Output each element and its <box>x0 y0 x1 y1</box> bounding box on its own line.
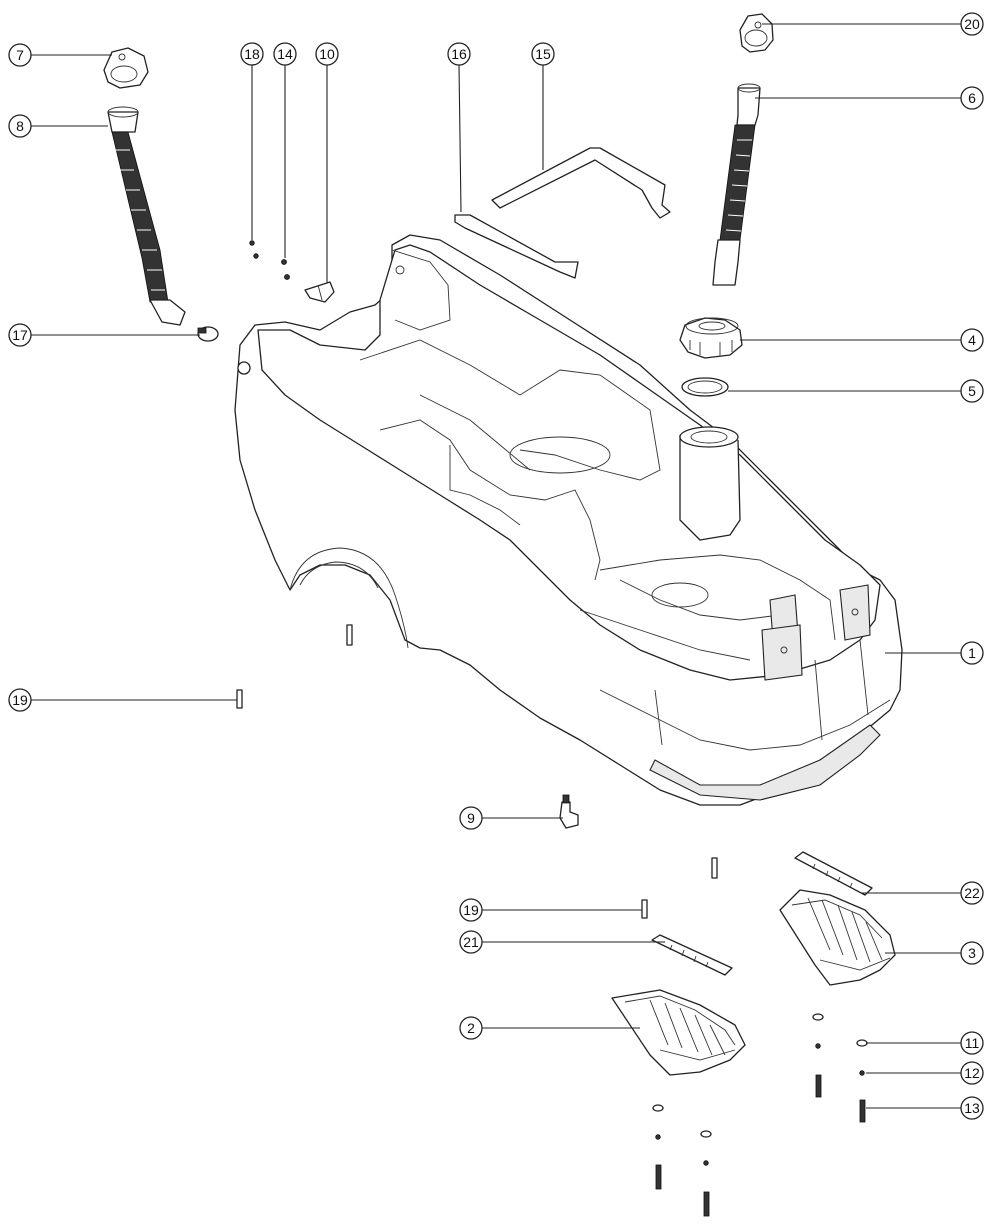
svg-text:5: 5 <box>968 383 976 399</box>
svg-text:7: 7 <box>16 47 24 63</box>
callout-21: 21 <box>459 930 483 954</box>
callout-14: 14 <box>273 42 297 66</box>
svg-text:17: 17 <box>12 327 28 343</box>
svg-text:6: 6 <box>968 90 976 106</box>
callout-16: 16 <box>447 42 471 66</box>
strap-bracket-15 <box>491 147 671 219</box>
svg-text:13: 13 <box>964 1100 980 1116</box>
callout-19-right: 19 <box>459 898 483 922</box>
callout-15: 15 <box>531 42 555 66</box>
gasket-ring <box>681 377 729 397</box>
elbow-fitting <box>559 794 579 829</box>
callout-4: 4 <box>960 328 984 352</box>
svg-text:2: 2 <box>467 1020 475 1036</box>
svg-text:21: 21 <box>463 934 479 950</box>
drain-hose-right <box>712 83 761 286</box>
hose-clamp <box>197 326 219 342</box>
svg-text:14: 14 <box>277 46 293 62</box>
mounting-strip-22 <box>794 851 873 896</box>
mounting-strip-21 <box>651 934 733 976</box>
callout-13: 13 <box>960 1096 984 1120</box>
small-screws <box>249 240 259 259</box>
strap-bracket-16 <box>454 214 579 279</box>
hardware-washers-bolts <box>652 1013 868 1217</box>
callout-1: 1 <box>960 641 984 665</box>
callout-3: 3 <box>960 941 984 965</box>
svg-text:8: 8 <box>16 118 24 134</box>
grommet-right <box>739 13 774 53</box>
callout-19-left: 19 <box>8 688 32 712</box>
callouts: 7 8 17 19 18 14 10 16 15 20 6 4 5 1 9 19… <box>8 12 984 1120</box>
foot-cover-left <box>611 989 746 1076</box>
svg-text:18: 18 <box>244 46 260 62</box>
callout-2: 2 <box>459 1016 483 1040</box>
svg-text:20: 20 <box>964 16 980 32</box>
svg-text:11: 11 <box>965 1035 980 1051</box>
pins <box>236 624 718 919</box>
callout-22: 22 <box>960 881 984 905</box>
callout-10: 10 <box>315 42 339 66</box>
callout-8: 8 <box>8 114 32 138</box>
callout-20: 20 <box>960 12 984 36</box>
callout-12: 12 <box>960 1061 984 1085</box>
svg-text:19: 19 <box>12 692 28 708</box>
callout-7: 7 <box>8 43 32 67</box>
svg-text:15: 15 <box>535 46 551 62</box>
callout-5: 5 <box>960 379 984 403</box>
callout-18: 18 <box>240 42 264 66</box>
foot-cover-right <box>779 889 896 986</box>
clamp-bracket <box>304 281 335 303</box>
leader-lines <box>31 23 962 1109</box>
svg-text:1: 1 <box>968 645 976 661</box>
svg-text:3: 3 <box>968 945 976 961</box>
small-nuts <box>281 259 290 280</box>
svg-text:9: 9 <box>467 810 475 826</box>
callout-11: 11 <box>960 1031 984 1055</box>
callout-9: 9 <box>459 806 483 830</box>
grommet-left <box>103 47 149 89</box>
drain-hose-left <box>107 106 186 326</box>
svg-text:22: 22 <box>964 885 980 901</box>
svg-text:19: 19 <box>463 902 479 918</box>
callout-17: 17 <box>8 323 32 347</box>
filler-cap <box>679 317 743 359</box>
svg-text:10: 10 <box>319 46 335 62</box>
svg-text:12: 12 <box>964 1065 980 1081</box>
svg-text:4: 4 <box>968 332 976 348</box>
tank-body <box>234 234 903 806</box>
callout-6: 6 <box>960 86 984 110</box>
svg-text:16: 16 <box>451 46 467 62</box>
